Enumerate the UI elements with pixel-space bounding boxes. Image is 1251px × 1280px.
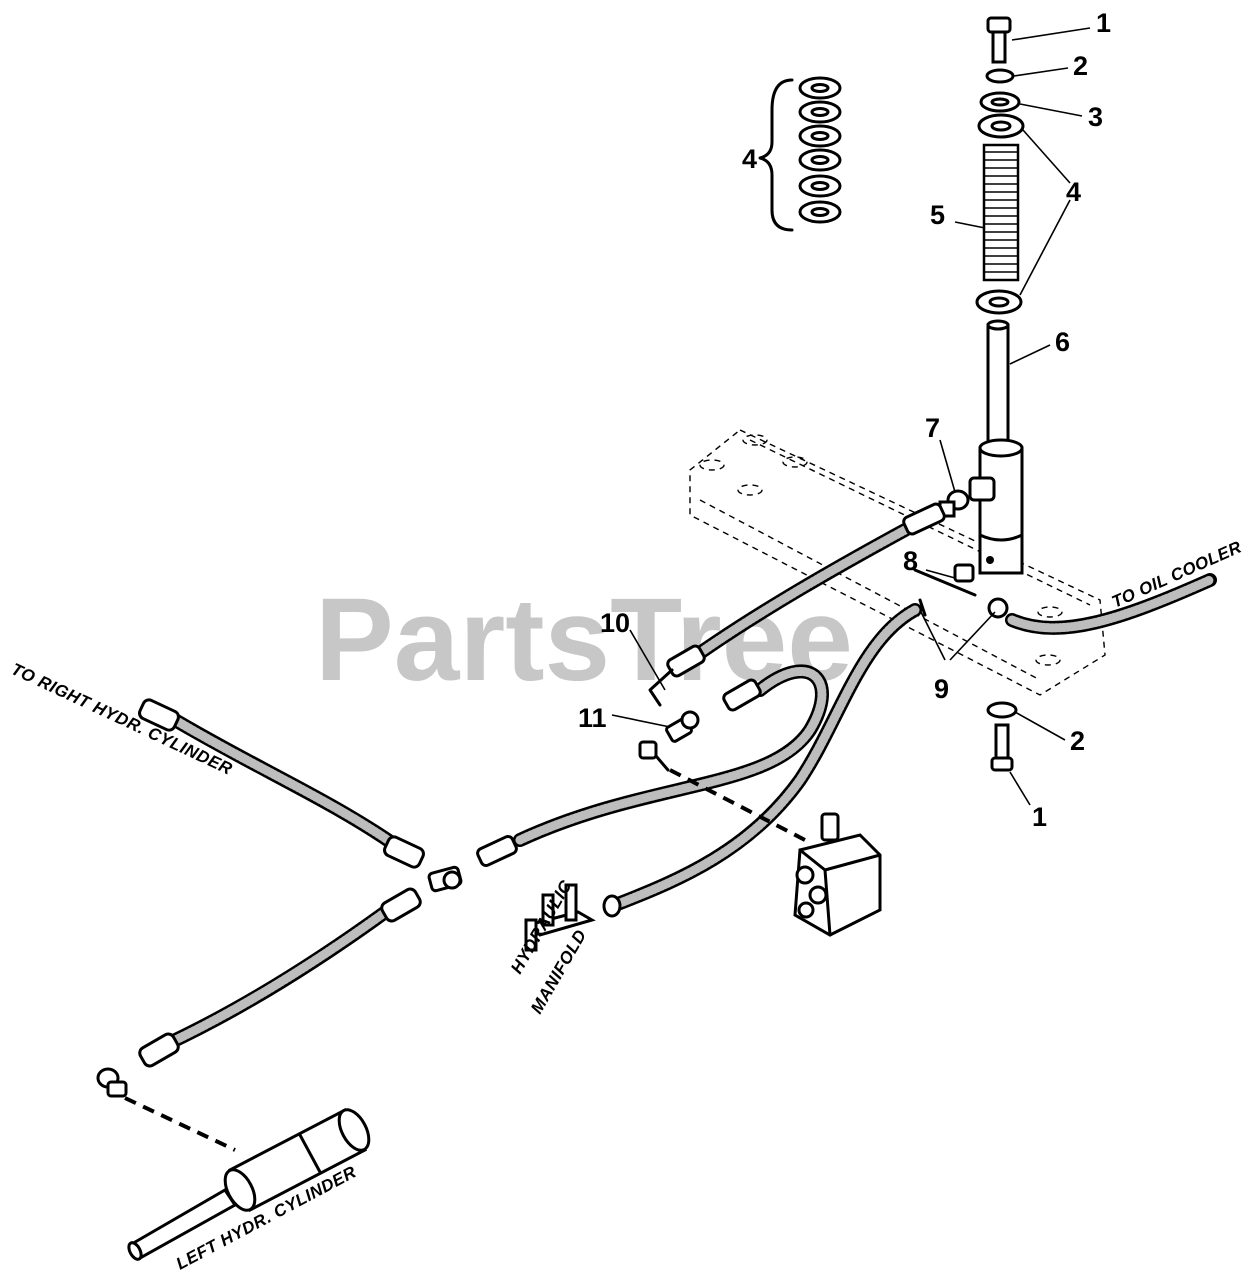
hose-crossover <box>476 664 829 868</box>
label-to-right-cylinder: TO RIGHT HYDR. CYLINDER <box>8 659 235 778</box>
hose-upper <box>666 502 946 678</box>
callout-9: 9 <box>934 674 949 704</box>
tee-fitting-8 <box>913 563 977 617</box>
hose-manifold-return <box>602 603 922 918</box>
spring <box>982 143 1020 282</box>
callout-2-bottom: 2 <box>1070 726 1085 756</box>
callout-leaders <box>611 27 1091 806</box>
adapter-fitting-11 <box>638 710 700 772</box>
tee-fitting-center <box>427 865 463 893</box>
callout-1-bottom: 1 <box>1032 802 1047 832</box>
callout-10: 10 <box>600 608 630 638</box>
spacer-washer-lower <box>975 289 1023 315</box>
connection-leader-valve <box>669 768 806 842</box>
hose-to-left-cylinder <box>138 887 422 1068</box>
connection-leader-cylinder <box>124 1096 236 1152</box>
elbow-fitting-10 <box>648 668 674 707</box>
callout-4-group: 4 <box>742 144 757 174</box>
callout-7: 7 <box>925 413 940 443</box>
hose-to-oil-cooler <box>987 573 1217 635</box>
callout-3: 3 <box>1088 102 1103 132</box>
washer-stack <box>758 76 842 232</box>
hydraulic-control-valve <box>793 812 882 937</box>
valve-spool-housing <box>968 438 1024 575</box>
callout-4-right: 4 <box>1066 177 1081 207</box>
left-hydraulic-cylinder <box>127 1107 371 1261</box>
flat-washer <box>979 91 1021 113</box>
hydraulic-manifold <box>524 883 596 952</box>
callout-11: 11 <box>578 703 607 733</box>
callout-2-top: 2 <box>1073 51 1088 81</box>
callout-6: 6 <box>1055 327 1070 357</box>
callout-8: 8 <box>903 546 918 576</box>
callout-5: 5 <box>930 200 945 230</box>
hose-to-right-cylinder <box>138 698 425 869</box>
spacer-washer-upper <box>977 113 1025 139</box>
bolt-top <box>986 16 1012 64</box>
callout-1-top: 1 <box>1096 8 1111 38</box>
cylinder-fitting <box>96 1067 128 1098</box>
control-shaft <box>986 319 1010 447</box>
lock-washer-top <box>985 68 1015 84</box>
